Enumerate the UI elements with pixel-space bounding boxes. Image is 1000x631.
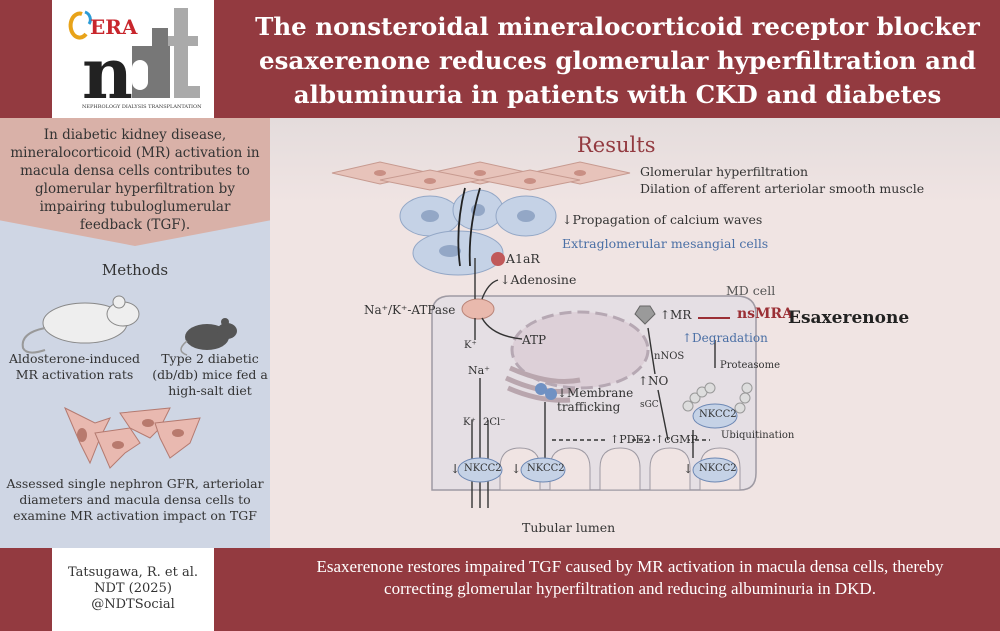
header-banner: ERA n NEPHROLOGY DIALYSIS TRANSPLANTATIO… xyxy=(0,0,1000,118)
md-cell-label: MD cell xyxy=(726,283,776,298)
k-2cl-k-label: K⁺ xyxy=(463,417,476,428)
ndt-logo: ERA n NEPHROLOGY DIALYSIS TRANSPLANTATIO… xyxy=(52,0,214,118)
cgmp-label: ↑cGMP xyxy=(655,433,698,446)
mouse-caption: Type 2 diabetic (db/db) mice fed a high-… xyxy=(152,351,268,398)
nnos-label: nNOS xyxy=(654,351,685,362)
macula-densa-cells-icon xyxy=(64,406,201,469)
ubiquitin-chain-icon xyxy=(682,382,753,414)
mr-receptor-icon xyxy=(634,305,656,325)
sgc-label: sGC xyxy=(640,400,659,410)
dilation-label: Dilation of afferent arteriolar smooth m… xyxy=(640,181,925,196)
calcium-label: ↓Propagation of calcium waves xyxy=(562,212,763,227)
vesicle-icon xyxy=(535,383,547,395)
era-swirl-icon xyxy=(68,11,88,40)
conclusion-text: Esaxerenone restores impaired TGF caused… xyxy=(316,557,944,598)
citation-author: Tatsugawa, R. et al. xyxy=(67,565,199,580)
glomerular-label: Glomerular hyperfiltration xyxy=(640,164,809,179)
mr-label: ↑MR xyxy=(660,308,692,322)
atp-label: ATP xyxy=(522,333,547,347)
ubiquitination-label: Ubiquitination xyxy=(721,430,795,441)
rat-icon xyxy=(21,295,140,354)
ndt-n: n xyxy=(82,32,133,115)
adenosine-label: ↓Adenosine xyxy=(500,272,577,287)
logo-tagline: NEPHROLOGY DIALYSIS TRANSPLANTATION xyxy=(82,104,202,110)
intro-text: In diabetic kidney disease, mineralocort… xyxy=(10,127,260,233)
footer-banner: Tatsugawa, R. et al. NDT (2025) @NDTSoci… xyxy=(0,548,1000,631)
down-arrow: ↓ xyxy=(450,461,461,476)
results-title: Results xyxy=(577,133,655,157)
logo-graphic: ERA n NEPHROLOGY DIALYSIS TRANSPLANTATIO… xyxy=(68,8,202,115)
k-2cl-cl-label: 2Cl⁻ xyxy=(483,417,506,428)
esaxerenone-label: Esaxerenone xyxy=(788,308,910,328)
citation-journal: NDT (2025) xyxy=(94,581,172,596)
era-text: ERA xyxy=(90,15,138,39)
mesangial-label: Extraglomerular mesangial cells xyxy=(562,236,769,251)
citation-box: Tatsugawa, R. et al. NDT (2025) @NDTSoci… xyxy=(52,548,214,631)
atpase-label: Na⁺/K⁺-ATPase xyxy=(364,303,456,317)
a1ar-label: A1aR xyxy=(506,251,540,266)
smooth-muscle-cells xyxy=(331,161,631,191)
signal-arrows xyxy=(457,187,481,267)
nkcc2-label: NKCC2 xyxy=(464,463,502,474)
nsmra-label: nsMRA xyxy=(737,306,794,322)
down-arrow: ↓ xyxy=(511,461,522,476)
citation: Tatsugawa, R. et al. NDT (2025) @NDTSoci… xyxy=(52,565,214,613)
down-arrow: ↓ xyxy=(683,461,694,476)
k-label: K⁺ xyxy=(464,340,477,351)
social-handle[interactable]: @NDTSocial xyxy=(91,597,175,612)
nkcc2-transporters xyxy=(457,403,738,483)
left-panel: In diabetic kidney disease, mineralocort… xyxy=(0,118,270,548)
methods-title: Methods xyxy=(101,261,169,279)
no-label: ↑NO xyxy=(638,374,669,388)
membrane-trafficking-label: ↓Membrane trafficking xyxy=(557,386,634,414)
mouse-icon xyxy=(180,318,237,356)
pde2-label: ↑PDE2 xyxy=(610,433,651,446)
assessment-caption: Assessed single nephron GFR, arteriolar … xyxy=(6,476,264,523)
na-k-atpase-icon xyxy=(461,298,495,320)
nkcc2-label: NKCC2 xyxy=(699,463,737,474)
nkcc2-label: NKCC2 xyxy=(699,409,737,420)
rat-caption: Aldosterone-induced MR activation rats xyxy=(8,351,141,382)
pathway-arrows xyxy=(471,258,730,508)
na-label: Na⁺ xyxy=(468,364,490,377)
intro-box: In diabetic kidney disease, mineralocort… xyxy=(0,118,270,246)
tubular-lumen-label: Tubular lumen xyxy=(522,520,616,535)
nkcc2-label: NKCC2 xyxy=(527,463,565,474)
nucleus xyxy=(510,310,650,390)
degradation-label: ↑Degradation xyxy=(682,331,768,345)
proteasome-label: Proteasome xyxy=(720,360,780,371)
results-panel: Results xyxy=(270,118,1000,548)
page-title: The nonsteroidal mineralocorticoid recep… xyxy=(255,12,980,109)
a1ar-receptor-icon xyxy=(491,252,505,266)
mechanism-diagram: Results xyxy=(331,133,757,508)
